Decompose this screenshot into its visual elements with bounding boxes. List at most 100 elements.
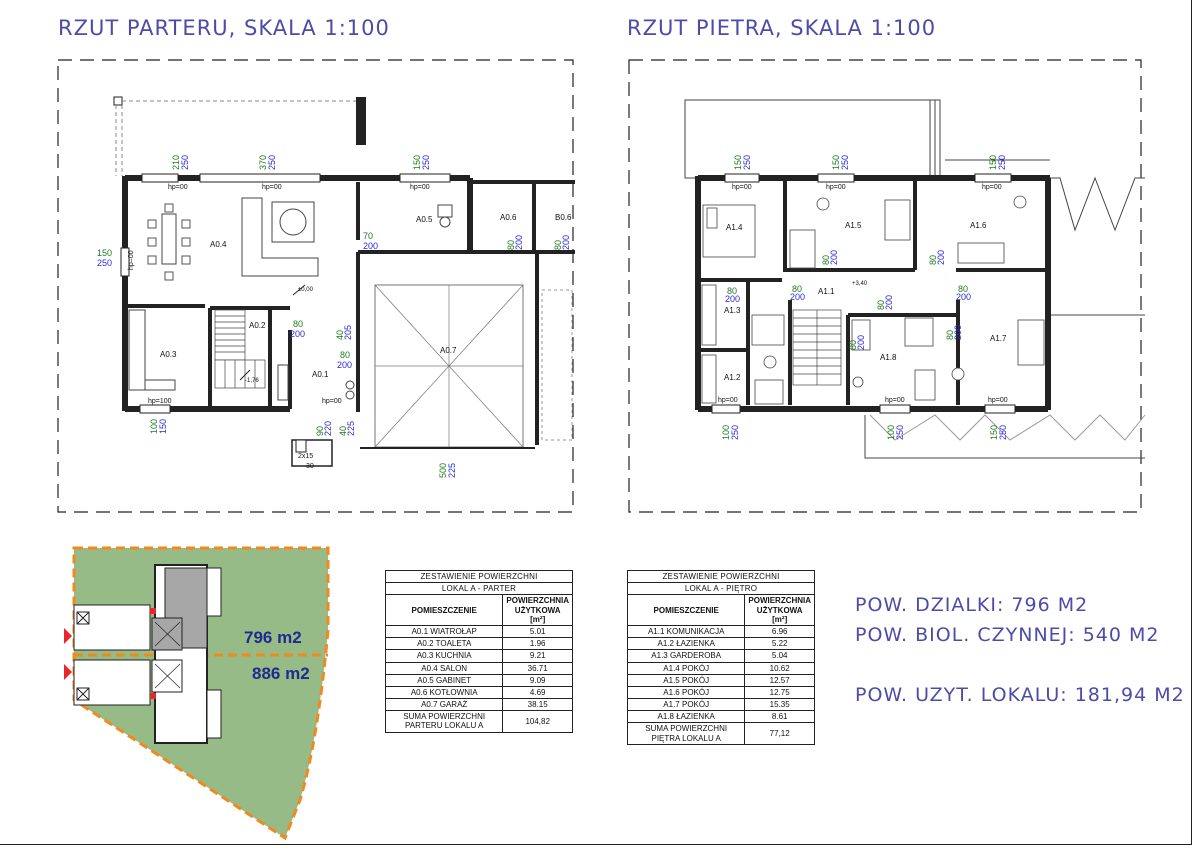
opening-height: 200 — [561, 235, 571, 250]
room-label: A1.4 — [726, 223, 743, 232]
opening-width: 80 — [848, 340, 858, 350]
opening-width: 210 — [171, 155, 181, 170]
room-name: A1.3 GARDEROBA — [626, 649, 746, 663]
room-name: A1.7 POKÓJ — [626, 698, 746, 712]
room-area: 36.71 — [502, 661, 573, 675]
room-name: A1.4 POKÓJ — [626, 661, 746, 675]
room-name: A0.7 GARAŻ — [384, 698, 504, 712]
room-area: 1.96 — [502, 637, 573, 651]
opening-width: 80 — [340, 350, 350, 360]
bio-area-text: POW. BIOL. CZYNNEJ: 540 M2 — [855, 624, 1160, 646]
room-area: 38.15 — [502, 698, 573, 712]
column-header: POWIERZCHNIA UŻYTKOWA [m²] — [502, 594, 573, 626]
opening-height: 250 — [895, 425, 905, 440]
room-area: 8.61 — [744, 710, 815, 724]
sill-height: hp=00 — [982, 184, 1002, 191]
room-area: 4.69 — [502, 685, 573, 700]
room-name: A0.6 KOTŁOWNIA — [384, 685, 504, 700]
table-title: ZESTAWIENIE POWIERZCHNI — [627, 569, 815, 584]
room-name: A0.2 TOALETA — [384, 637, 504, 651]
opening-width: 80 — [792, 284, 802, 294]
opening-height: 200 — [829, 250, 839, 265]
opening-height: 200 — [953, 325, 963, 340]
opening-height: 250 — [840, 155, 850, 170]
room-label: B0.6 — [555, 213, 572, 222]
sill-height: hp=00 — [826, 184, 846, 191]
opening-width: 80 — [821, 255, 831, 265]
opening-width: 80 — [876, 300, 886, 310]
opening-height: 250 — [742, 155, 752, 170]
opening-height: 250 — [267, 155, 277, 170]
opening-height: 250 — [421, 155, 431, 170]
opening-width: 80 — [727, 286, 737, 296]
opening-width: 150 — [733, 155, 743, 170]
column-header: POWIERZCHNIA UŻYTKOWA [m²] — [744, 594, 815, 626]
opening-height: 225 — [447, 463, 457, 478]
room-label: A0.3 — [160, 350, 177, 359]
site-map: 796 m2 886 m2 — [64, 546, 330, 841]
opening-width: 40 — [338, 426, 348, 436]
opening-width: 150 — [97, 248, 112, 258]
column-header: POMIESZCZENIE — [384, 594, 504, 626]
room-name: A1.2 ŁAZIENKA — [626, 637, 746, 651]
table-subtitle: LOKAL A - PIĘTRO — [627, 582, 815, 596]
opening-height: 250 — [97, 258, 112, 268]
room-label: A1.1 — [818, 287, 835, 296]
opening-height: 200 — [956, 292, 971, 302]
sill-height: hp=00 — [128, 250, 135, 270]
room-label: A1.8 — [880, 353, 897, 362]
opening-height: 150 — [158, 419, 168, 434]
opening-height: 200 — [936, 250, 946, 265]
opening-width: 80 — [506, 240, 516, 250]
room-label: A0.2 — [249, 321, 266, 330]
column-header: POMIESZCZENIE — [626, 594, 746, 626]
level-mark: -1,76 — [245, 378, 259, 384]
level-mark: ±0,00 — [298, 287, 314, 293]
room-area: 5.22 — [744, 637, 815, 651]
opening-height: 250 — [730, 425, 740, 440]
sum-value: 104,82 — [502, 710, 573, 733]
opening-width: 500 — [438, 463, 448, 478]
room-name: A0.1 WIATROŁAP — [384, 624, 504, 639]
ground-floor-plan: A0.1 A0.2 A0.3 A0.4 A0.5 A0.6 B0.6 A0.7 … — [57, 59, 575, 513]
sill-height: hp=00 — [322, 398, 342, 405]
opening-height: 250 — [997, 155, 1007, 170]
room-label: A1.2 — [724, 373, 741, 382]
sill-height: hp=00 — [718, 397, 738, 404]
opening-width: 80 — [928, 255, 938, 265]
room-area: 9.09 — [502, 673, 573, 687]
opening-height: 200 — [790, 292, 805, 302]
room-name: A0.5 GABINET — [384, 673, 504, 687]
step-depth: 30 — [306, 463, 314, 470]
opening-width: 150 — [831, 155, 841, 170]
opening-height: 200 — [725, 294, 740, 304]
opening-height: 200 — [514, 235, 524, 250]
room-area: 12.57 — [744, 673, 815, 687]
plot-area-text: POW. DZIALKI: 796 M2 — [855, 594, 1089, 616]
table-title: ZESTAWIENIE POWIERZCHNI — [385, 569, 573, 584]
opening-width: 80 — [553, 240, 563, 250]
sill-height: hp=100 — [148, 398, 172, 405]
opening-width: 90 — [315, 426, 325, 436]
room-area: 15.35 — [744, 698, 815, 712]
sill-height: hp=00 — [168, 184, 188, 191]
room-name: A0.3 KUCHNIA — [384, 649, 504, 663]
opening-height: 200 — [856, 335, 866, 350]
room-label: A0.5 — [416, 215, 433, 224]
ground-plan-title: RZUT PARTERU, SKALA 1:100 — [58, 16, 390, 40]
room-area: 12.75 — [744, 685, 815, 700]
opening-height: 200 — [363, 241, 378, 251]
room-label: A0.7 — [440, 346, 457, 355]
